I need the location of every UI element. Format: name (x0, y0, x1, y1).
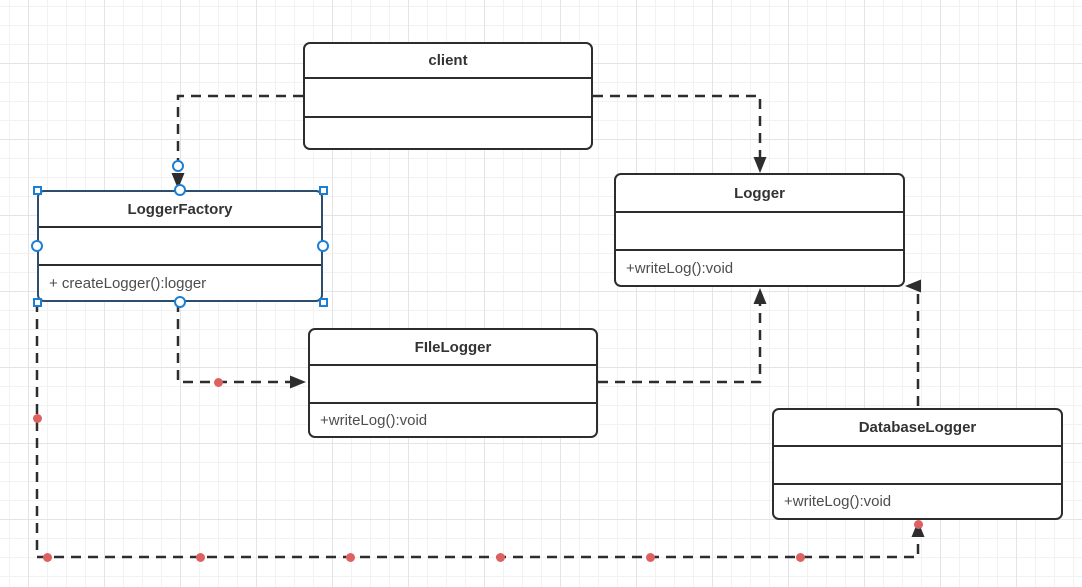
selection-handle-s[interactable] (174, 296, 186, 308)
selection-handle-w[interactable] (31, 240, 43, 252)
waypoint-dot[interactable] (213, 377, 223, 387)
edge-loggerfactory-to-databaselogger[interactable] (35, 302, 925, 559)
waypoint-dot[interactable] (195, 552, 205, 562)
selection-handle-ne[interactable] (318, 185, 328, 195)
class-attributes-compartment (310, 364, 596, 402)
class-box-databaselogger[interactable]: DatabaseLogger +writeLog():void (772, 408, 1063, 520)
class-methods-compartment: +writeLog():void (310, 402, 596, 436)
class-methods-compartment (305, 116, 591, 148)
edge-databaselogger-to-logger[interactable] (905, 279, 921, 407)
selection-handle-sw[interactable] (32, 297, 42, 307)
waypoint-dot[interactable] (913, 519, 923, 529)
selection-handle-n[interactable] (174, 184, 186, 196)
class-attributes-compartment (305, 77, 591, 116)
edge-filelogger-to-logger[interactable] (598, 288, 767, 384)
class-methods-compartment: +writeLog():void (616, 249, 903, 285)
class-box-client[interactable]: client (303, 42, 593, 150)
class-box-filelogger[interactable]: FIleLogger +writeLog():void (308, 328, 598, 438)
waypoint-dot[interactable] (32, 413, 42, 423)
class-attributes-compartment (774, 445, 1061, 483)
selection-handle-se[interactable] (318, 297, 328, 307)
waypoint-dot[interactable] (795, 552, 805, 562)
selection-handle-e[interactable] (317, 240, 329, 252)
class-title: client (428, 52, 468, 69)
waypoint-dot[interactable] (495, 552, 505, 562)
class-attributes-compartment (616, 211, 903, 249)
edge-endpoint-handle[interactable] (172, 160, 184, 172)
waypoint-dot[interactable] (42, 552, 52, 562)
class-methods-compartment: +writeLog():void (774, 483, 1061, 518)
edge-client-to-loggerfactory[interactable] (171, 94, 304, 189)
class-title: Logger (734, 184, 785, 202)
waypoint-dot[interactable] (645, 552, 655, 562)
class-attributes-compartment (39, 226, 321, 264)
edge-client-to-logger[interactable] (593, 94, 767, 173)
class-methods-compartment: + createLogger():logger (39, 264, 321, 300)
class-box-logger[interactable]: Logger +writeLog():void (614, 173, 905, 287)
edge-loggerfactory-to-filelogger[interactable] (176, 302, 306, 389)
selection-handle-nw[interactable] (32, 185, 42, 195)
class-title: FIleLogger (414, 338, 492, 356)
waypoint-dot[interactable] (345, 552, 355, 562)
class-title: LoggerFactory (127, 200, 233, 218)
class-box-loggerfactory[interactable]: LoggerFactory + createLogger():logger (37, 190, 323, 302)
class-title: DatabaseLogger (858, 419, 977, 436)
